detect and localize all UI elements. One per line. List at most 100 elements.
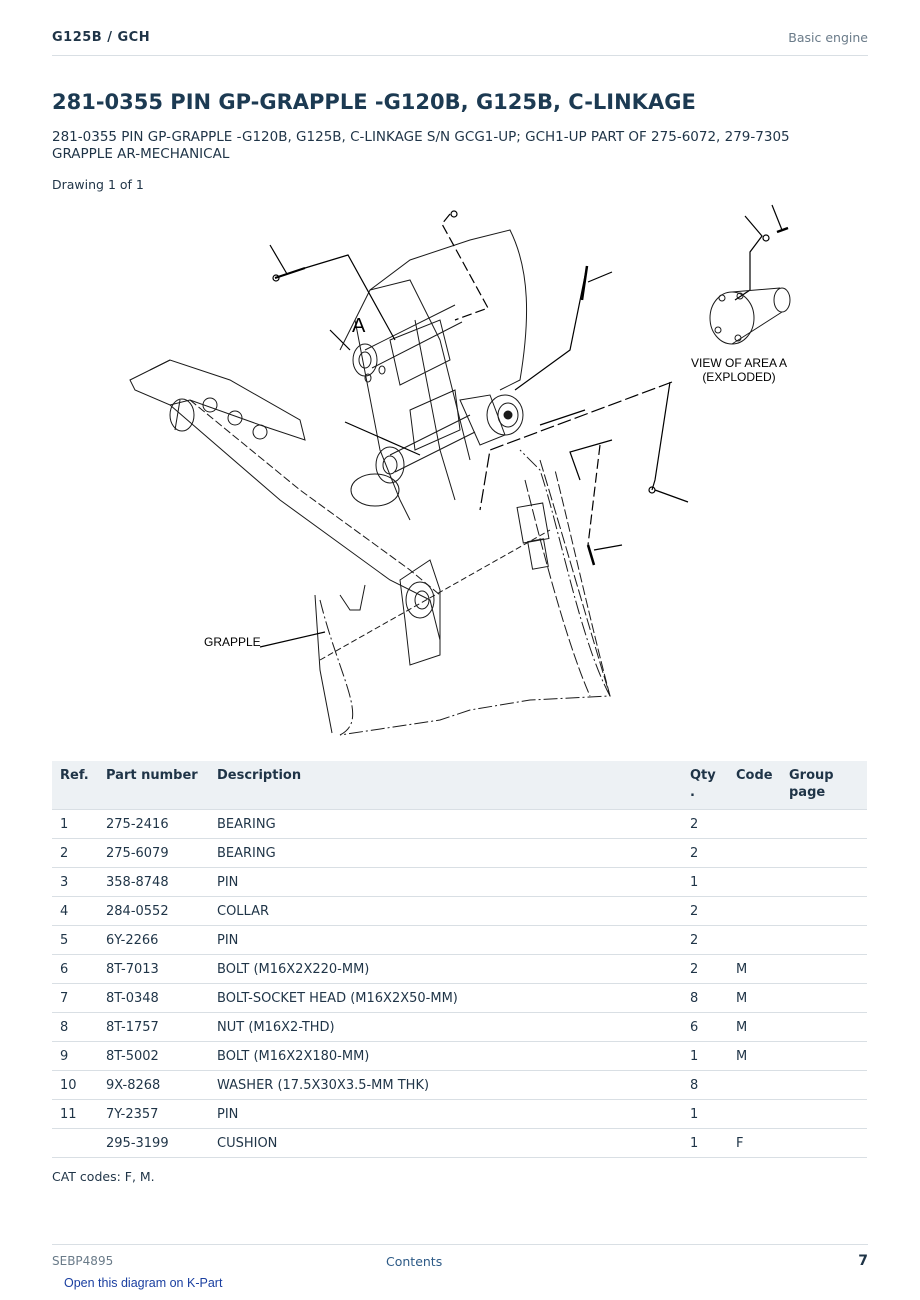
code-cell: [728, 867, 781, 897]
code-cell: [728, 896, 781, 926]
qty-cell: 1: [682, 1041, 728, 1071]
parts-table: Ref. Part number Description Qty . Code …: [52, 761, 867, 1158]
description-cell: CUSHION: [209, 1128, 682, 1158]
code-cell: M: [728, 1012, 781, 1042]
part-number-cell: 8T-1757: [98, 1012, 209, 1042]
group-page-cell: [781, 1070, 867, 1100]
group-page-cell: [781, 1128, 867, 1158]
part-number-cell: 8T-7013: [98, 954, 209, 984]
ref-cell: 2: [52, 838, 98, 868]
qty-cell: 6: [682, 1012, 728, 1042]
page-number: 7: [858, 1253, 868, 1269]
code-cell: M: [728, 1041, 781, 1071]
part-number-cell: 295-3199: [98, 1128, 209, 1158]
page-header: G125B / GCH Basic engine: [52, 28, 868, 56]
col-qty: Qty .: [682, 761, 728, 810]
description-cell: PIN: [209, 925, 682, 955]
section-label: Basic engine: [788, 30, 868, 45]
part-number-cell: 9X-8268: [98, 1070, 209, 1100]
code-cell: [728, 925, 781, 955]
qty-cell: 1: [682, 1128, 728, 1158]
ref-cell: [52, 1128, 98, 1158]
group-page-cell: [781, 809, 867, 839]
col-ref: Ref.: [52, 761, 98, 810]
cat-codes-note: CAT codes: F, M.: [52, 1169, 155, 1184]
grapple-label: GRAPPLE: [204, 635, 261, 649]
ref-cell: 6: [52, 954, 98, 984]
table-header-row: Ref. Part number Description Qty . Code …: [52, 761, 867, 810]
part-number-cell: 284-0552: [98, 896, 209, 926]
part-number-cell: 8T-0348: [98, 983, 209, 1013]
contents-link[interactable]: Contents: [386, 1254, 443, 1269]
qty-cell: 2: [682, 925, 728, 955]
ref-cell: 7: [52, 983, 98, 1013]
part-number-cell: 8T-5002: [98, 1041, 209, 1071]
description-cell: WASHER (17.5X30X3.5-MM THK): [209, 1070, 682, 1100]
drawing-label: Drawing 1 of 1: [52, 177, 144, 192]
col-group-page: Group page: [781, 761, 867, 810]
description-cell: BEARING: [209, 809, 682, 839]
description-cell: BEARING: [209, 838, 682, 868]
qty-cell: 1: [682, 867, 728, 897]
ref-cell: 11: [52, 1099, 98, 1129]
ref-cell: 3: [52, 867, 98, 897]
qty-cell: 2: [682, 809, 728, 839]
ref-cell: 9: [52, 1041, 98, 1071]
part-number-cell: 275-2416: [98, 809, 209, 839]
group-page-cell: [781, 954, 867, 984]
col-description: Description: [209, 761, 682, 810]
group-page-cell: [781, 925, 867, 955]
model-label: G125B / GCH: [52, 30, 151, 45]
description-cell: PIN: [209, 1099, 682, 1129]
open-kpart-link[interactable]: Open this diagram on K-Part: [64, 1276, 223, 1290]
description-cell: BOLT-SOCKET HEAD (M16X2X50-MM): [209, 983, 682, 1013]
qty-cell: 2: [682, 954, 728, 984]
code-cell: [728, 1099, 781, 1129]
qty-cell: 2: [682, 896, 728, 926]
page-subtitle: 281-0355 PIN GP-GRAPPLE -G120B, G125B, C…: [52, 129, 790, 162]
parts-diagram: A VIEW OF AREA A (EXPLODED) GRAPPLE: [129, 204, 791, 736]
page-footer: SEBP4895 Contents 7: [52, 1244, 868, 1275]
ref-cell: 8: [52, 1012, 98, 1042]
ref-cell: 4: [52, 896, 98, 926]
group-page-cell: [781, 896, 867, 926]
code-cell: [728, 1070, 781, 1100]
col-code: Code: [728, 761, 781, 810]
ref-cell: 5: [52, 925, 98, 955]
doc-code: SEBP4895: [52, 1254, 114, 1268]
col-part-number: Part number: [98, 761, 209, 810]
ref-cell: 10: [52, 1070, 98, 1100]
part-number-cell: 358-8748: [98, 867, 209, 897]
area-a-label: A: [352, 315, 366, 337]
code-cell: [728, 809, 781, 839]
group-page-cell: [781, 1012, 867, 1042]
qty-cell: 1: [682, 1099, 728, 1129]
view-area-label: VIEW OF AREA A: [691, 356, 787, 370]
description-cell: COLLAR: [209, 896, 682, 926]
part-number-cell: 6Y-2266: [98, 925, 209, 955]
code-cell: F: [728, 1128, 781, 1158]
qty-cell: 8: [682, 1070, 728, 1100]
view-area-sublabel: (EXPLODED): [702, 370, 775, 384]
group-page-cell: [781, 1099, 867, 1129]
description-cell: BOLT (M16X2X220-MM): [209, 954, 682, 984]
code-cell: [728, 838, 781, 868]
group-page-cell: [781, 838, 867, 868]
qty-cell: 2: [682, 838, 728, 868]
code-cell: M: [728, 983, 781, 1013]
group-page-cell: [781, 867, 867, 897]
description-cell: NUT (M16X2-THD): [209, 1012, 682, 1042]
description-cell: PIN: [209, 867, 682, 897]
ref-cell: 1: [52, 809, 98, 839]
